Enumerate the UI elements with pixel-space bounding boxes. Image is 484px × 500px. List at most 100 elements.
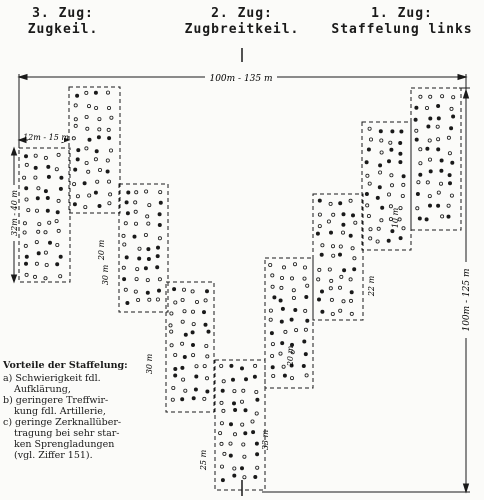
soldier-dot [418, 161, 423, 166]
soldier-dot [45, 208, 50, 213]
soldier-dot [202, 396, 207, 401]
soldier-dot [35, 208, 40, 213]
soldier-dot [181, 287, 186, 292]
platoon-block [214, 359, 266, 491]
soldier-dot [367, 181, 372, 186]
soldier-dot [270, 342, 275, 347]
soldier-dot [87, 104, 92, 109]
soldier-dot [73, 167, 78, 172]
soldier-dot [144, 189, 149, 194]
soldier-dot [33, 175, 38, 180]
soldier-dot [24, 186, 29, 191]
soldier-dot [427, 138, 432, 143]
soldier-dot [390, 229, 395, 234]
soldier-dot [157, 222, 162, 227]
soldier-dot [379, 218, 384, 223]
soldier-dot [109, 115, 114, 120]
platoon-block [312, 193, 364, 321]
soldier-dot [71, 136, 76, 141]
soldier-dot [243, 377, 248, 382]
platoon-blocks [18, 86, 462, 491]
soldier-dot [447, 181, 452, 186]
soldier-dot [436, 203, 441, 208]
soldier-dot [279, 319, 284, 324]
soldier-dot [253, 474, 258, 479]
soldier-dot [337, 252, 342, 257]
soldier-dot [220, 388, 225, 393]
soldier-dot [386, 238, 391, 243]
soldier-dot [43, 155, 48, 160]
soldier-dot [108, 192, 113, 197]
soldier-dot [137, 246, 142, 251]
heading-zug-1-formation: Staffelung links [331, 22, 473, 37]
soldier-dot [270, 365, 275, 370]
soldier-dot [147, 297, 152, 302]
soldier-dot [270, 284, 275, 289]
soldier-dot [133, 209, 138, 214]
soldier-dot [190, 309, 195, 314]
soldier-dot [173, 352, 178, 357]
soldier-dot [364, 160, 369, 165]
soldier-dot [126, 190, 131, 195]
soldier-dot [278, 298, 283, 303]
soldier-dot [449, 106, 454, 111]
soldier-dot [169, 311, 174, 316]
legend-item-b-line2: kung fdl. Artillerie, [14, 406, 106, 417]
soldier-dot [353, 220, 358, 225]
soldier-dot [47, 220, 52, 225]
soldier-dot [330, 244, 335, 249]
soldier-dot [289, 376, 294, 381]
soldier-dot [255, 397, 260, 402]
legend-item-b-line1: b) geringere Treffwir- [3, 395, 109, 406]
soldier-dot [348, 233, 353, 238]
soldier-dot [446, 135, 451, 140]
soldier-dot [253, 363, 258, 368]
soldier-dot [124, 200, 129, 205]
soldier-dot [55, 210, 60, 215]
soldier-dot [54, 219, 59, 224]
soldier-dot [436, 116, 441, 121]
soldier-dot [366, 213, 371, 218]
soldier-dot [413, 117, 418, 122]
soldier-dot [125, 300, 130, 305]
soldier-dot [107, 201, 112, 206]
soldier-dot [241, 388, 246, 393]
soldier-dot [319, 252, 324, 257]
legend-item-c-line1: c) geringe Zerknallüber- [3, 417, 122, 428]
soldier-dot [239, 399, 244, 404]
soldier-dot [348, 298, 353, 303]
soldier-dot [415, 191, 420, 196]
soldier-dot [340, 230, 345, 235]
soldier-dot [398, 160, 403, 165]
soldier-dot [242, 475, 247, 480]
soldier-dot [364, 191, 369, 196]
soldier-dot [180, 341, 185, 346]
soldier-dot [34, 261, 39, 266]
soldier-dot [33, 153, 38, 158]
soldier-dot [204, 289, 209, 294]
soldier-dot [378, 163, 383, 168]
soldier-dot [400, 193, 405, 198]
soldier-dot [446, 214, 451, 219]
soldier-dot [269, 331, 274, 336]
soldier-dot [415, 206, 420, 211]
soldier-dot [317, 224, 322, 229]
soldier-dot [133, 200, 138, 205]
soldier-dot [145, 214, 150, 219]
soldier-dot [73, 117, 78, 122]
soldier-dot [36, 229, 41, 234]
soldier-dot [427, 194, 432, 199]
soldier-dot [155, 297, 160, 302]
soldier-dot [302, 265, 307, 270]
soldier-dot [183, 332, 188, 337]
soldier-dot [84, 160, 89, 165]
soldier-dot [191, 396, 196, 401]
soldier-dot [22, 175, 27, 180]
soldier-dot [425, 180, 430, 185]
soldier-dot [72, 182, 77, 187]
soldier-dot [418, 147, 423, 152]
legend-item-c-line3: ken Sprengladungen [14, 439, 115, 450]
soldier-dot [22, 221, 27, 226]
soldier-dot [190, 289, 195, 294]
